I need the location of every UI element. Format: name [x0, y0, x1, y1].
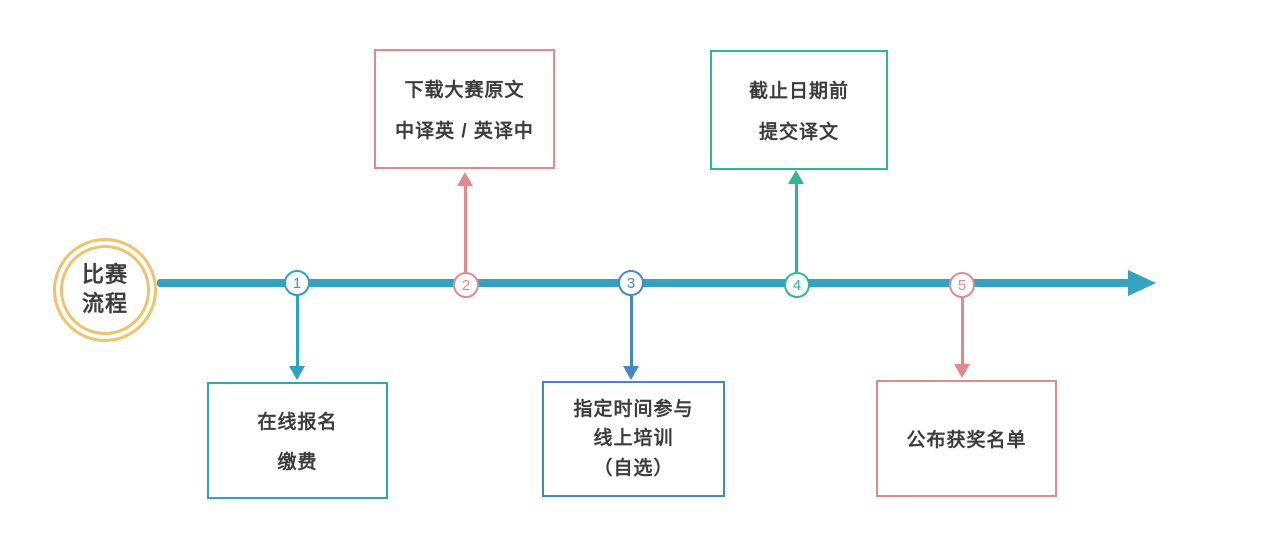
step-box-5-line-1: 公布获奖名单: [906, 430, 1027, 451]
step-number-1: 1: [292, 274, 302, 292]
step-box-1: 在线报名 缴费: [207, 382, 388, 499]
step-number-4: 4: [792, 276, 802, 294]
step-box-1-line-2: 缴费: [277, 452, 318, 473]
connector-arrowhead-2: [457, 172, 473, 186]
title-line-1: 比赛: [81, 262, 128, 288]
step-box-2-line-2: 中译英 / 英译中: [395, 121, 534, 142]
connector-line-4: [795, 184, 798, 272]
title-line-2: 流程: [81, 291, 128, 316]
step-marker-1: 1: [284, 270, 310, 296]
title-circle: 比赛 流程: [53, 238, 157, 342]
connector-line-2: [464, 186, 467, 272]
step-marker-3: 3: [618, 270, 644, 296]
step-box-1-line-1: 在线报名: [257, 412, 338, 433]
step-box-3: 指定时间参与 线上培训 （自选）: [542, 381, 725, 497]
connector-arrowhead-3: [623, 366, 639, 380]
step-box-3-line-1: 指定时间参与: [573, 398, 694, 420]
connector-line-1: [296, 296, 299, 366]
connector-line-5: [961, 298, 964, 366]
step-box-4: 截止日期前 提交译文: [710, 50, 888, 170]
step-marker-5: 5: [949, 272, 975, 298]
step-box-5: 公布获奖名单: [876, 380, 1057, 497]
step-box-4-line-1: 截止日期前: [748, 81, 849, 102]
step-number-3: 3: [626, 274, 636, 292]
step-box-3-line-2: 线上培训: [593, 428, 674, 450]
step-marker-4: 4: [784, 272, 810, 298]
connector-arrowhead-5: [954, 364, 970, 378]
step-box-2: 下载大赛原文 中译英 / 英译中: [374, 49, 555, 169]
step-box-4-line-2: 提交译文: [758, 122, 839, 143]
timeline-arrowhead-icon: [1128, 270, 1156, 296]
step-number-5: 5: [957, 276, 967, 294]
title-circle-inner-ring: 比赛 流程: [60, 245, 150, 335]
connector-arrowhead-1: [289, 366, 305, 380]
connector-line-3: [630, 296, 633, 366]
step-box-2-line-1: 下载大赛原文: [404, 80, 525, 101]
connector-arrowhead-4: [788, 170, 804, 184]
step-box-3-line-3: （自选）: [593, 457, 674, 479]
step-number-2: 2: [461, 276, 471, 294]
step-marker-2: 2: [453, 272, 479, 298]
